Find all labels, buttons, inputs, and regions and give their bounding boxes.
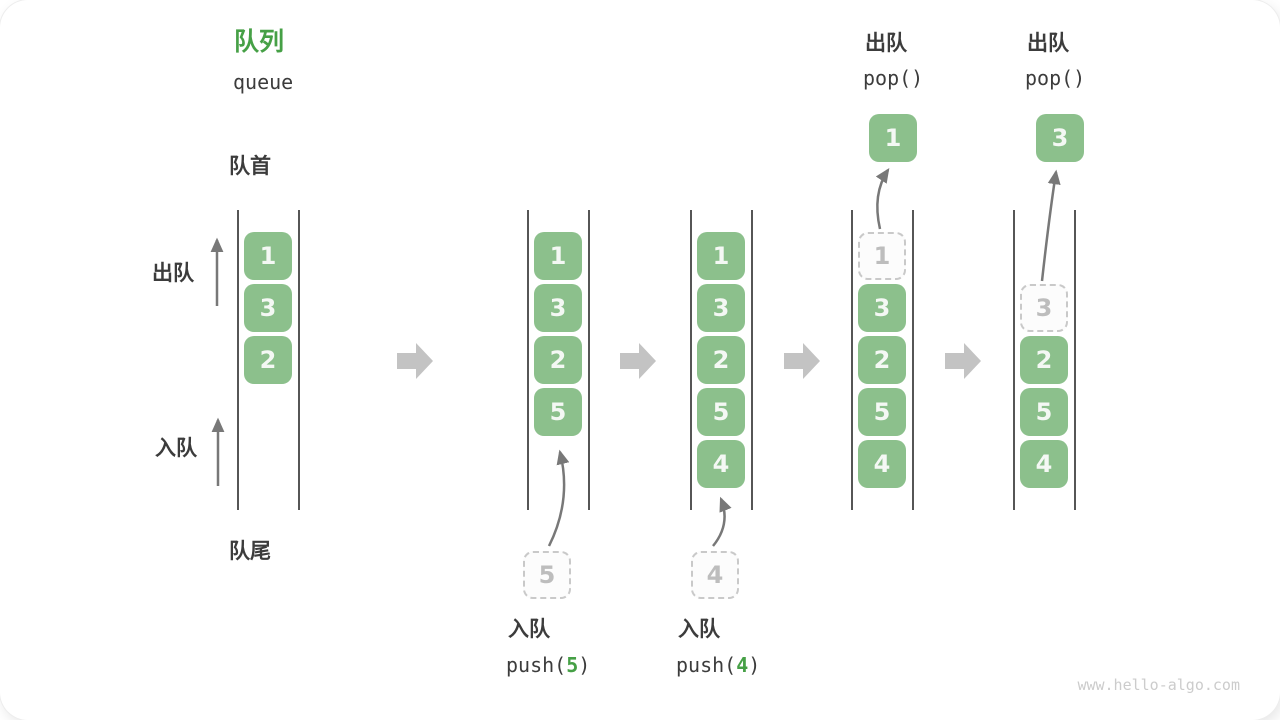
push4-code-post: )	[748, 653, 761, 677]
watermark: www.hello-algo.com	[1077, 676, 1240, 694]
pop1-code: pop()	[863, 66, 924, 90]
queue-item: 5	[1020, 388, 1068, 436]
queue-column-1	[237, 210, 300, 510]
block-arrow-icon	[784, 343, 820, 379]
incoming-placeholder: 5	[523, 551, 571, 599]
queue-item: 4	[697, 440, 745, 488]
queue-column-4	[851, 210, 914, 510]
queue-item: 1	[534, 232, 582, 280]
push5-label: 入队	[508, 617, 550, 641]
push4-label: 入队	[678, 617, 720, 641]
rear-label: 队尾	[229, 539, 271, 563]
queue-item: 2	[858, 336, 906, 384]
queue-item: 4	[1020, 440, 1068, 488]
push4-code: push(4)	[676, 654, 760, 676]
push5-code: push(5)	[506, 654, 590, 676]
enqueue-label: 入队	[155, 436, 197, 460]
diagram-title-en: queue	[233, 70, 294, 94]
queue-item: 5	[534, 388, 582, 436]
queue-item: 3	[244, 284, 292, 332]
queue-item: 3	[534, 284, 582, 332]
removed-placeholder: 1	[858, 232, 906, 280]
diagram-title-zh: 队列	[234, 27, 285, 56]
queue-item: 5	[697, 388, 745, 436]
removed-placeholder: 3	[1020, 284, 1068, 332]
pop1-label: 出队	[865, 31, 907, 55]
pop2-code: pop()	[1025, 66, 1086, 90]
queue-item: 2	[244, 336, 292, 384]
queue-item: 1	[697, 232, 745, 280]
queue-column-5	[1013, 210, 1076, 510]
queue-column-2	[527, 210, 590, 510]
dequeue-label: 出队	[152, 261, 194, 285]
push5-code-arg: 5	[566, 653, 579, 677]
queue-item: 3	[697, 284, 745, 332]
push5-code-pre: push(	[506, 653, 567, 677]
queue-item: 1	[244, 232, 292, 280]
queue-item: 4	[858, 440, 906, 488]
queue-item: 5	[858, 388, 906, 436]
push5-code-post: )	[578, 653, 591, 677]
queue-item: 2	[534, 336, 582, 384]
block-arrow-icon	[620, 343, 656, 379]
incoming-placeholder: 4	[691, 551, 739, 599]
popped-item: 3	[1036, 114, 1084, 162]
queue-item: 3	[858, 284, 906, 332]
front-label: 队首	[229, 154, 271, 178]
queue-item: 2	[697, 336, 745, 384]
block-arrow-icon	[945, 343, 981, 379]
popped-item: 1	[869, 114, 917, 162]
push4-code-pre: push(	[676, 653, 737, 677]
pop2-label: 出队	[1027, 31, 1069, 55]
queue-column-3	[690, 210, 753, 510]
queue-item: 2	[1020, 336, 1068, 384]
push4-code-arg: 4	[736, 653, 749, 677]
block-arrow-icon	[397, 343, 433, 379]
